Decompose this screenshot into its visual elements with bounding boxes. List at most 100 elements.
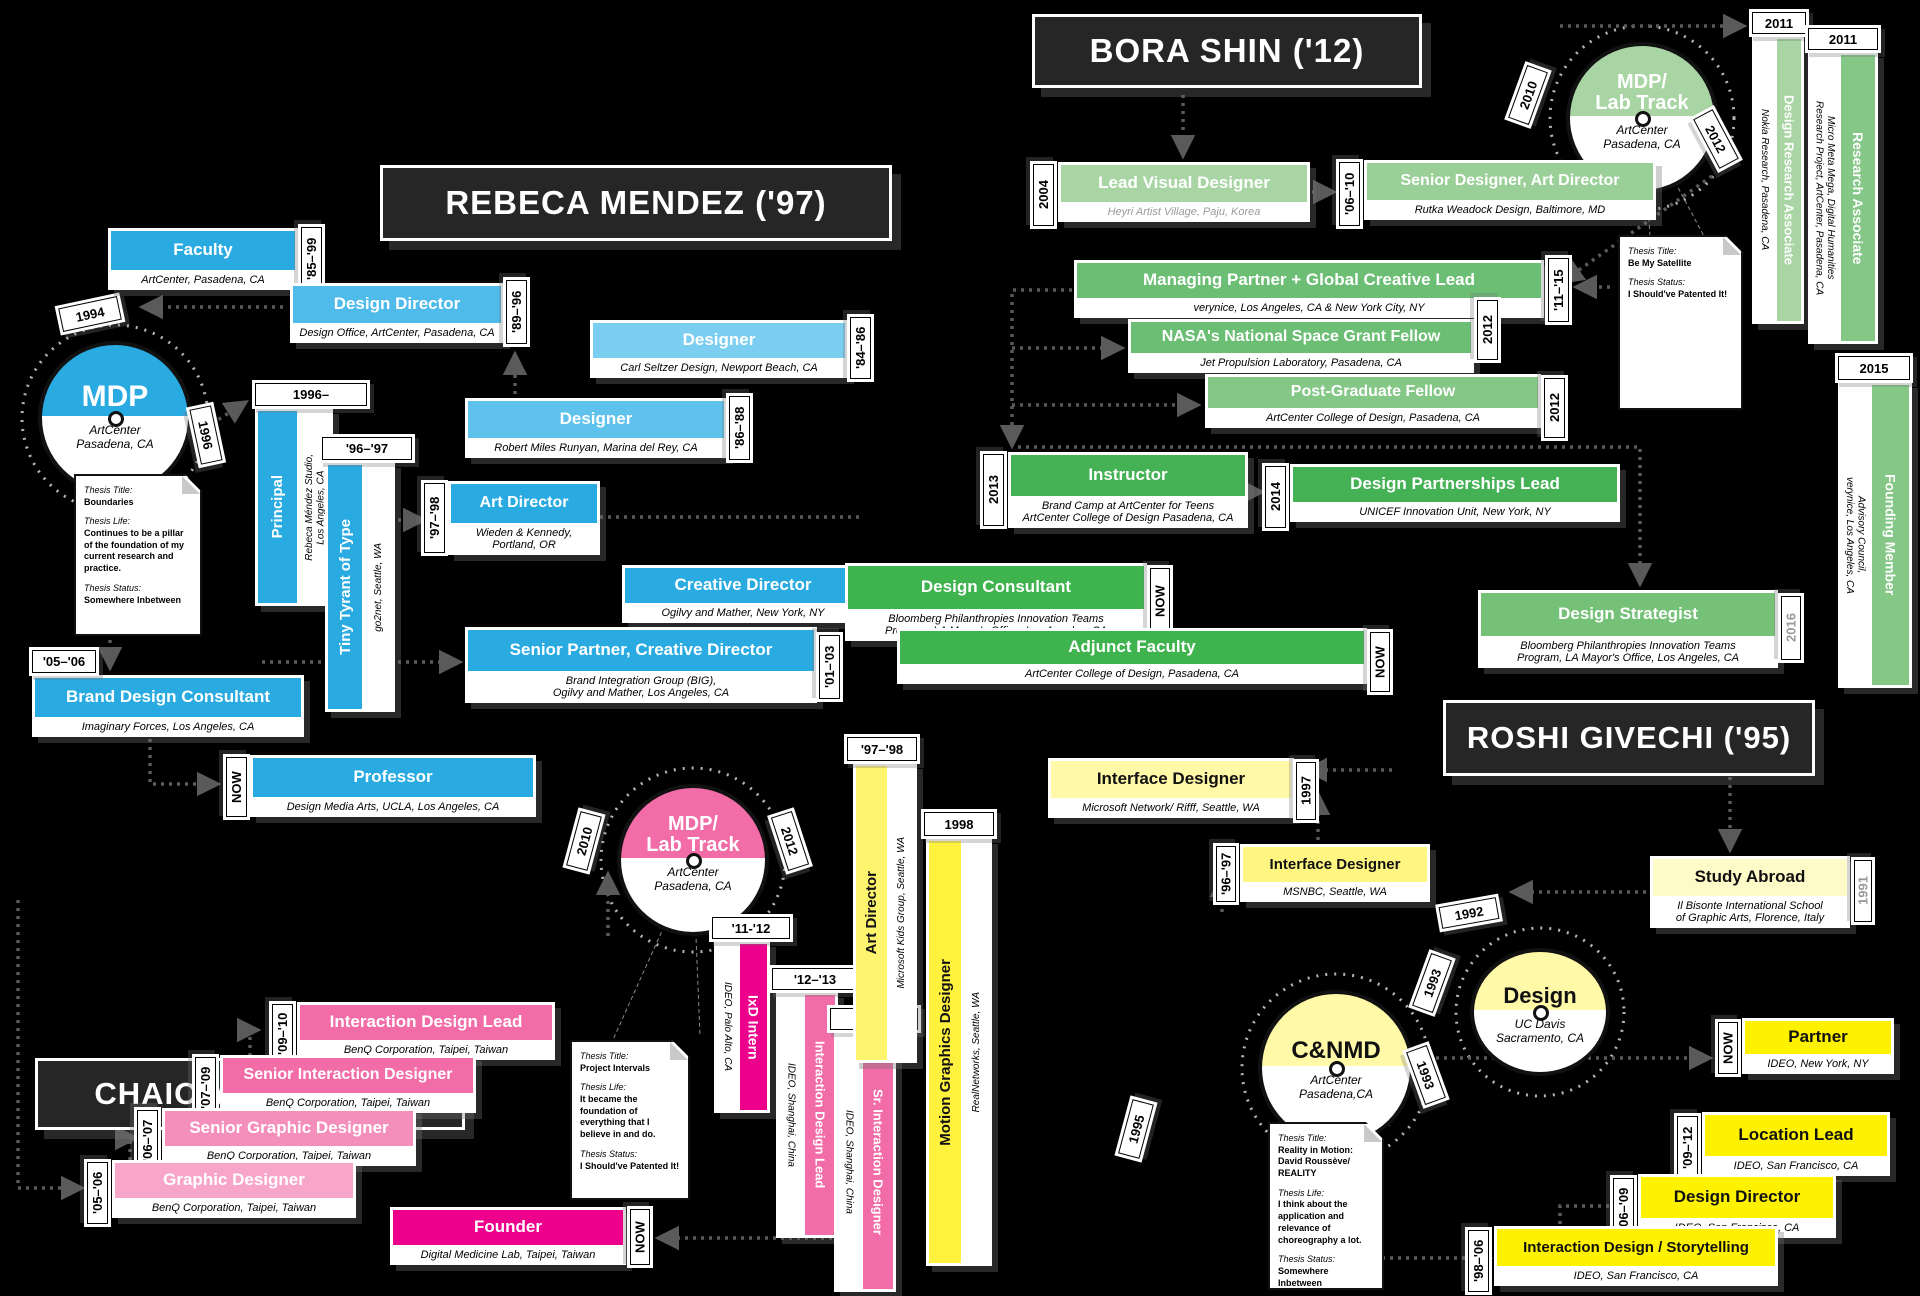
job-org: IDEO, Shanghai, China bbox=[779, 995, 803, 1235]
date-tag: 2015 bbox=[1838, 356, 1910, 380]
job-title-band: Study Abroad bbox=[1653, 859, 1847, 896]
date-tag: 2011 bbox=[1808, 28, 1878, 50]
note-fold-corner-icon bbox=[1723, 237, 1741, 255]
job-title-band: Senior Partner, Creative Director bbox=[468, 630, 814, 671]
job-title-band: Interface Designer bbox=[1243, 847, 1427, 882]
job-title-band: Design Partnerships Lead bbox=[1293, 467, 1617, 502]
job-org-text: Advisory Council, verynice, Los Angeles,… bbox=[1844, 476, 1867, 594]
job-org: IDEO, New York, NY bbox=[1745, 1056, 1891, 1071]
date-tag: '85–'99 bbox=[301, 227, 322, 291]
date-tag: 2013 bbox=[983, 454, 1004, 526]
job-title-text: Research Associate bbox=[1849, 131, 1866, 265]
thesis-status-label: Thesis Status: bbox=[84, 582, 142, 593]
date-tag: 2004 bbox=[1033, 164, 1054, 226]
job-title-band: Art Director bbox=[856, 766, 888, 1060]
date-tag: 1996– bbox=[255, 383, 367, 406]
job-org: UNICEF Innovation Unit, New York, NY bbox=[1293, 504, 1617, 519]
job-title-band: Adjunct Faculty bbox=[900, 631, 1364, 664]
date-tag: '12–'13 bbox=[772, 968, 858, 990]
job-org: Jet Propulsion Laboratory, Pasadena, CA bbox=[1131, 355, 1471, 370]
job-org: go2net, Seattle, WA bbox=[365, 465, 392, 709]
job-org-text: Micro Meta Mega, Digital Humanities Rese… bbox=[1813, 100, 1836, 296]
job-org: Advisory Council, verynice, Los Angeles,… bbox=[1841, 385, 1870, 685]
job-org-text: RealNetworks, Seattle, WA bbox=[970, 991, 982, 1113]
date-tag: NOW bbox=[226, 757, 247, 817]
job-org: BenQ Corporation, Taipei, Taiwan bbox=[300, 1042, 552, 1057]
job-title-band: Founder bbox=[393, 1210, 623, 1245]
job-org: Microsoft Network/ Rifff, Seattle, WA bbox=[1051, 800, 1291, 815]
job-title-band: Interface Designer bbox=[1051, 761, 1291, 798]
job-title-band: Designer bbox=[593, 323, 845, 358]
job-org-text: go2net, Seattle, WA bbox=[372, 542, 384, 632]
date-tag: NOW bbox=[1370, 632, 1390, 692]
thesis-life-label: Thesis Life: bbox=[84, 516, 131, 527]
year-tag: 2010 bbox=[566, 811, 602, 871]
job-org: Wieden & Kennedy, Portland, OR bbox=[451, 525, 597, 552]
job-title-band: Senior Interaction Designer bbox=[223, 1058, 473, 1093]
job-org: IDEO, San Francisco, CA bbox=[1705, 1158, 1887, 1173]
thesis-life-value: Continues to be a pillar of the foundati… bbox=[84, 528, 184, 574]
job-org: BenQ Corporation, Taipei, Taiwan bbox=[165, 1148, 413, 1163]
date-tag: '96–'97 bbox=[322, 437, 412, 460]
job-org: Digital Medicine Lab, Taipei, Taiwan bbox=[393, 1247, 623, 1262]
job-org: Robert Miles Runyan, Marina del Rey, CA bbox=[468, 440, 724, 455]
date-tag: 2016 bbox=[1781, 596, 1801, 660]
job-org: Micro Meta Mega, Digital Humanities Rese… bbox=[1811, 55, 1838, 341]
job-title-band: Tiny Tyrant of Type bbox=[328, 465, 363, 709]
job-title-text: Founding Member bbox=[1882, 474, 1899, 596]
date-tag: '84–'86 bbox=[850, 317, 871, 379]
thesis-title-label: Thesis Title: bbox=[1628, 246, 1677, 256]
date-tag: 2014 bbox=[1265, 466, 1286, 528]
job-org: BenQ Corporation, Taipei, Taiwan bbox=[223, 1095, 473, 1110]
job-title-band: Design Strategist bbox=[1481, 593, 1775, 636]
date-tag: '89–'96 bbox=[506, 280, 527, 344]
school-name: MDP bbox=[42, 345, 188, 416]
year-tag: 1995 bbox=[1118, 1099, 1154, 1159]
job-title-band: Founding Member bbox=[1872, 385, 1909, 685]
job-title-band: Design Director bbox=[293, 286, 501, 323]
job-research-associate-bora: Micro Meta Mega, Digital Humanities Rese… bbox=[1808, 52, 1878, 344]
job-org: Rutka Weadock Design, Baltimore, MD bbox=[1367, 202, 1653, 217]
job-title-text: IxD Intern bbox=[745, 994, 762, 1060]
job-org: Brand Integration Group (BIG), Ogilvy an… bbox=[468, 673, 814, 700]
thesis-status-label: Thesis Status: bbox=[1278, 1254, 1336, 1265]
job-org: verynice, Los Angeles, CA & New York Cit… bbox=[1077, 300, 1541, 315]
job-title-band: Research Associate bbox=[1840, 55, 1875, 341]
job-title-band: Partner bbox=[1745, 1021, 1891, 1054]
date-tag: '06–'10 bbox=[1339, 162, 1360, 226]
school-center-dot bbox=[1329, 1061, 1345, 1077]
year-tag: 2012 bbox=[770, 810, 810, 872]
job-title-text: Motion Graphics Designer bbox=[936, 958, 954, 1146]
job-title-band: Faculty bbox=[111, 231, 295, 270]
section-title-bora: BORA SHIN ('12) bbox=[1032, 14, 1422, 88]
job-org: Brand Camp at ArtCenter for Teens ArtCen… bbox=[1011, 498, 1245, 525]
job-title-text: Art Director bbox=[863, 871, 881, 955]
thesis-title-value: Be My Satellite bbox=[1628, 257, 1692, 268]
job-title-band: Lead Visual Designer bbox=[1061, 165, 1307, 202]
school-name: Design bbox=[1474, 952, 1606, 1010]
job-title-band: Design Director bbox=[1641, 1177, 1833, 1218]
job-title-band: Brand Design Consultant bbox=[35, 678, 301, 717]
date-tag: '05–'06 bbox=[87, 1162, 108, 1224]
job-org: Il Bisonte International School of Graph… bbox=[1653, 898, 1847, 925]
date-tag: '11–'15 bbox=[1548, 258, 1569, 322]
section-title-roshi: ROSHI GIVECHI ('95) bbox=[1443, 700, 1815, 776]
school-name: MDP/ Lab Track bbox=[1570, 46, 1714, 116]
job-title-band: Instructor bbox=[1011, 455, 1245, 496]
